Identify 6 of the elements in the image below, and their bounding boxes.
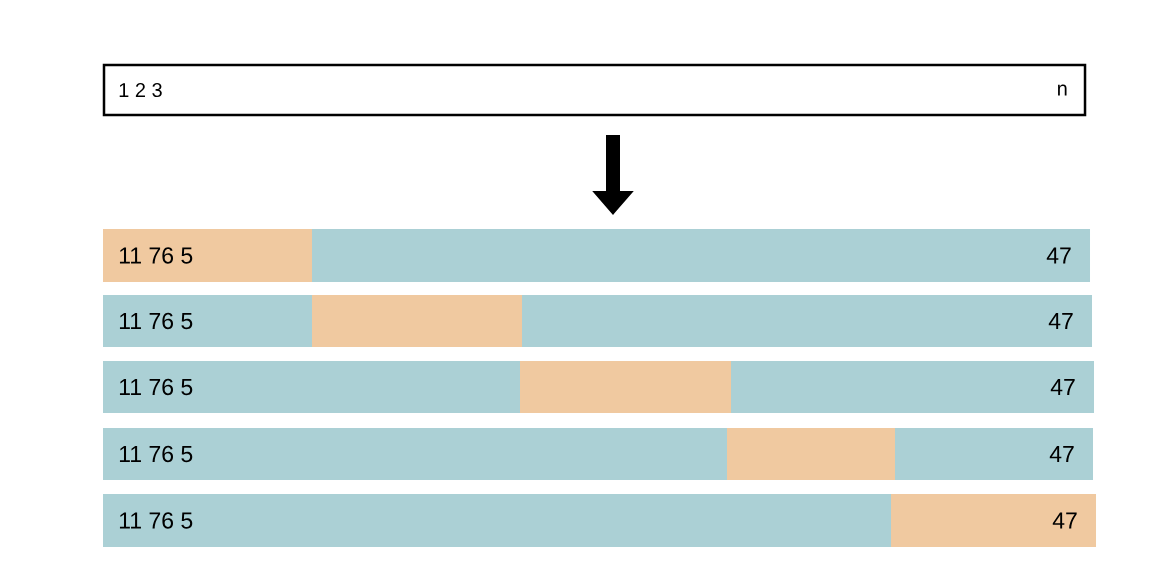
sequence-box: 1 2 3 n <box>102 63 1087 117</box>
sequence-bar: 11 76 5 47 <box>103 295 1092 347</box>
sequence-bar: 11 76 5 47 <box>103 428 1093 480</box>
sequence-bar: 11 76 5 47 <box>103 494 1096 547</box>
sequence-bar: 11 76 5 47 <box>103 229 1090 282</box>
sequence-bar: 11 76 5 47 <box>103 361 1094 413</box>
